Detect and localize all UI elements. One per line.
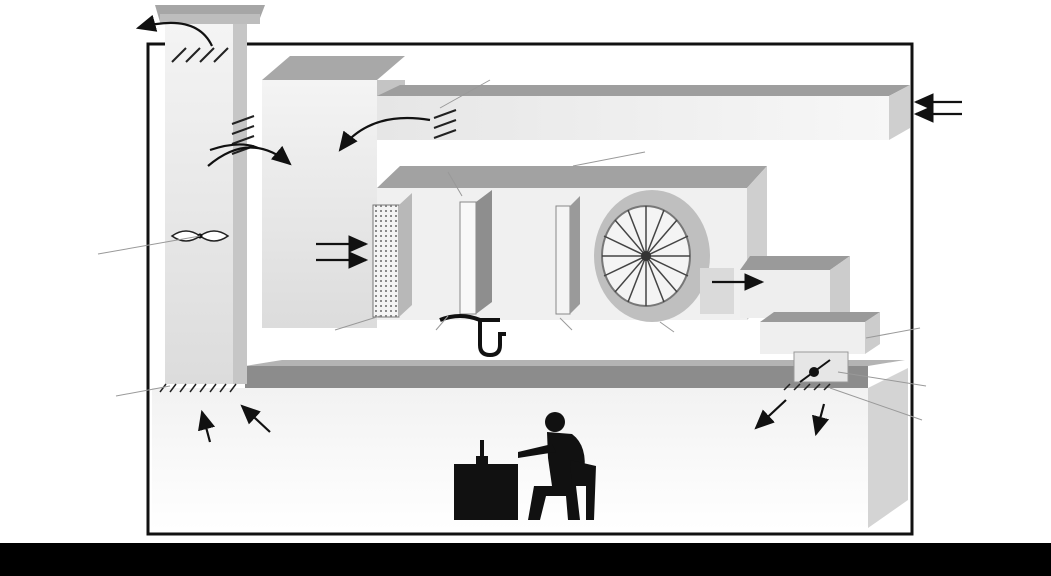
- person-legs: [528, 486, 580, 520]
- condensate-trap: [439, 314, 506, 358]
- filter: [372, 193, 412, 318]
- desk: [454, 464, 518, 520]
- return-inflow-arrow-2: [240, 404, 271, 433]
- return-inflow-arrow: [198, 409, 216, 443]
- desk-lamp: [480, 440, 484, 464]
- outdoor-air-intake: [377, 85, 910, 140]
- person-head: [545, 412, 565, 432]
- heating-coil: [555, 196, 580, 315]
- building-outline: [146, 42, 914, 536]
- supply-outflow-arrow-2: [812, 403, 830, 437]
- airflow-arrows: [135, 14, 962, 443]
- occupied-room: [152, 360, 908, 530]
- worker-at-desk: [454, 412, 596, 520]
- chair: [570, 460, 596, 520]
- supply-diffuser: [783, 351, 849, 391]
- return-grille: [159, 383, 237, 393]
- return-to-mixing-arrow: [207, 145, 292, 167]
- exhaust-airflow-arrow: [135, 14, 213, 47]
- person-arm: [518, 444, 556, 458]
- return-to-mixing-arrow-2: [209, 143, 259, 152]
- supply-outflow-arrow: [754, 399, 787, 430]
- bottom-bar: [0, 543, 1051, 576]
- cooling-coil: [459, 190, 492, 315]
- supply-duct: [740, 256, 880, 354]
- centrifugal-fan: [594, 190, 734, 322]
- outdoor-air-damper: [433, 109, 457, 139]
- exhaust-duct: [155, 5, 265, 384]
- exhaust-damper: [171, 47, 229, 63]
- outdoor-air-to-mixing-arrow: [338, 116, 431, 152]
- callout-lines: [97, 79, 927, 421]
